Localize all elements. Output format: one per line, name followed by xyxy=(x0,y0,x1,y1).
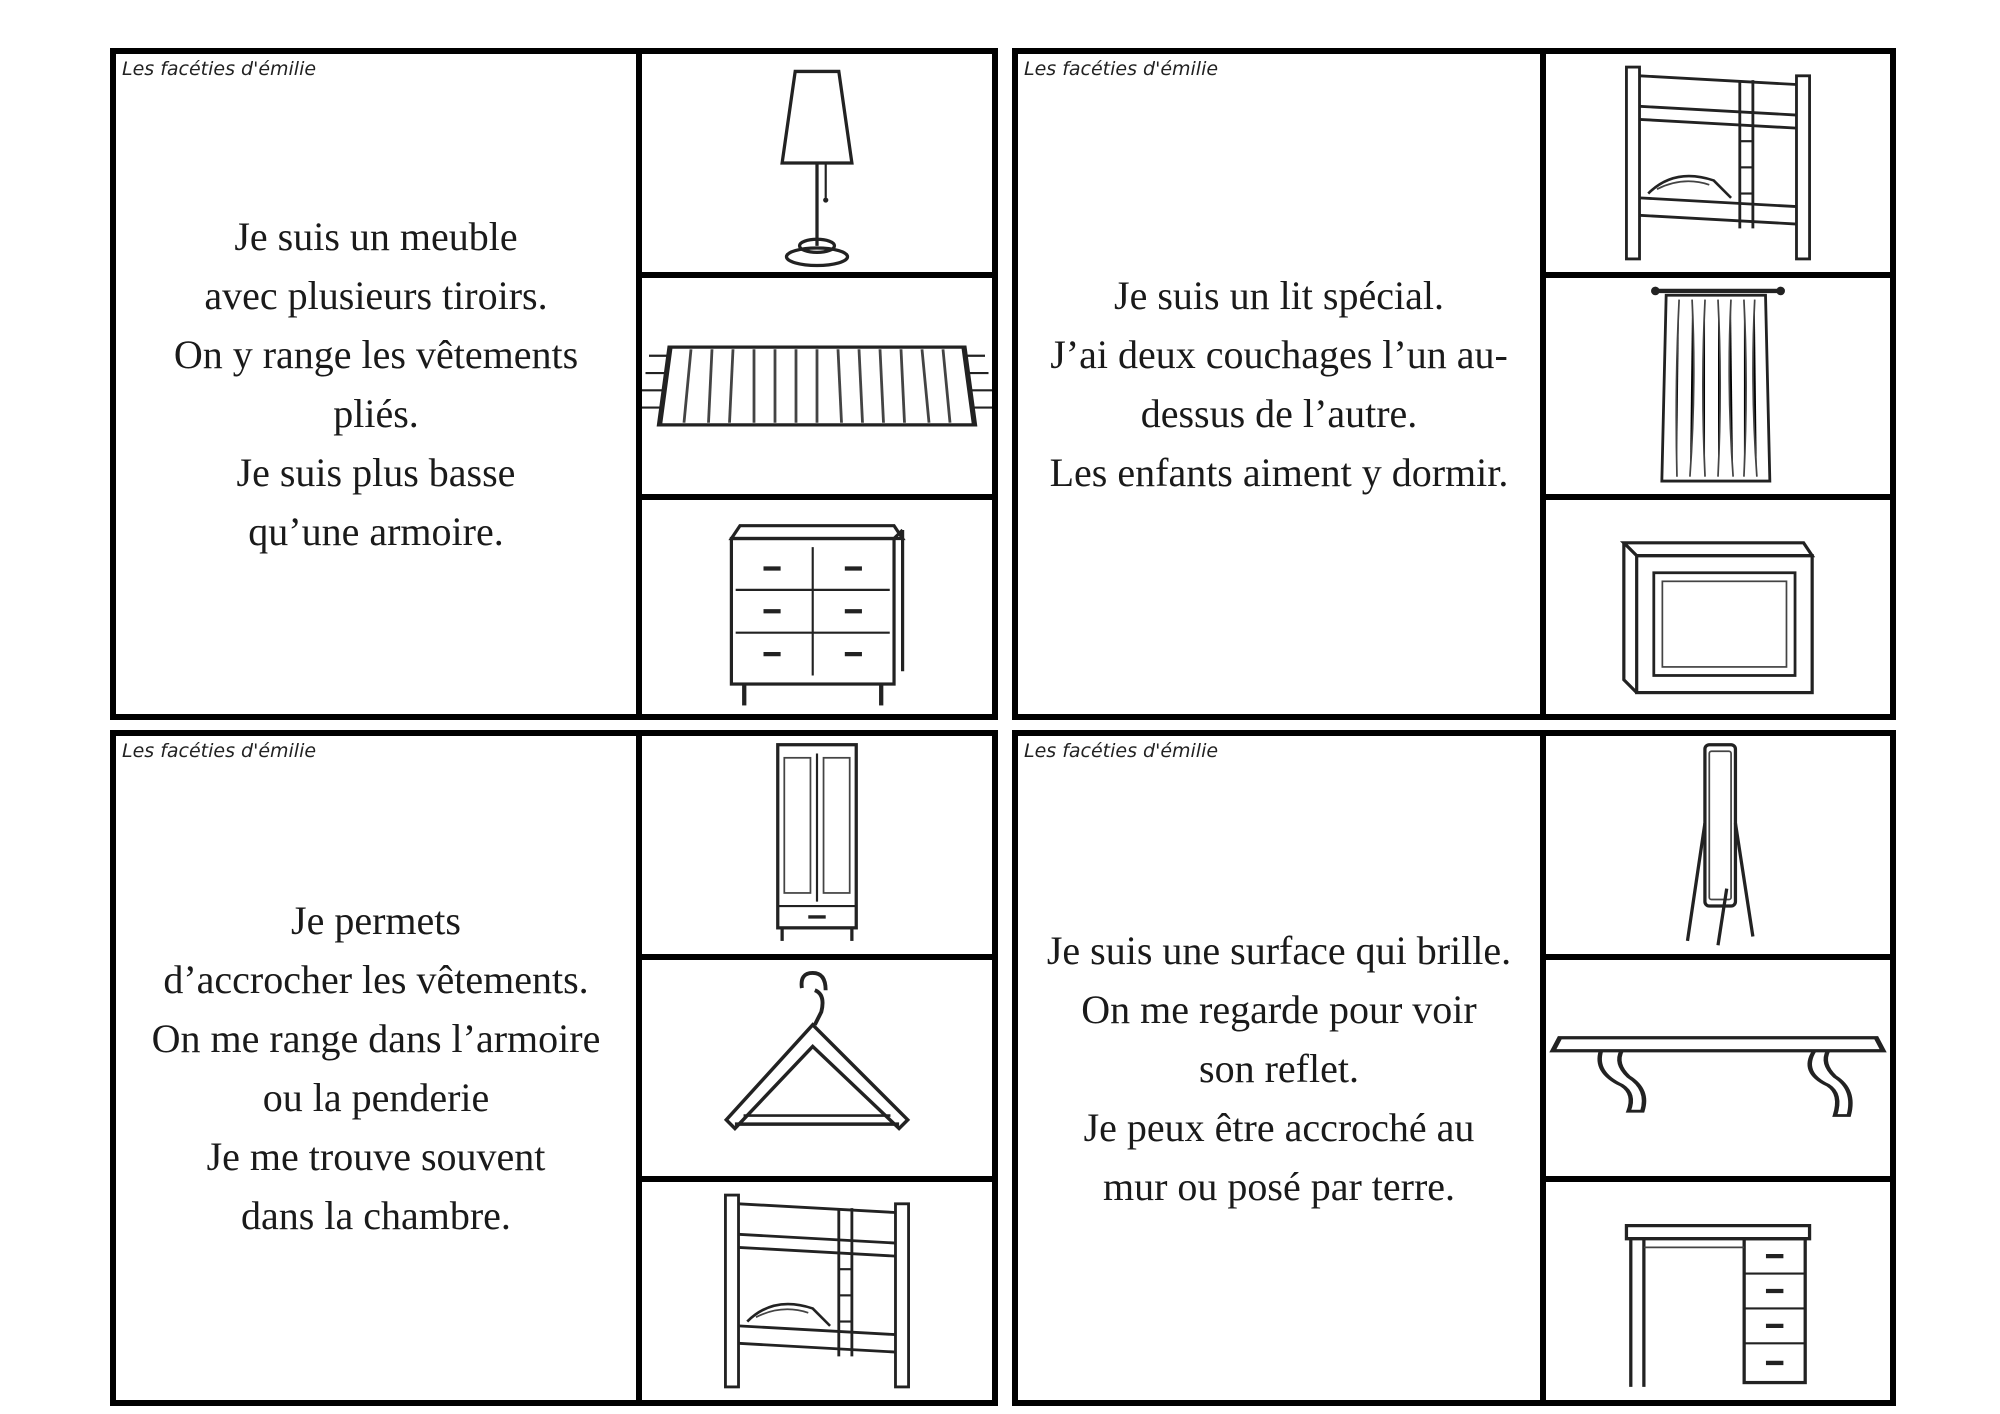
desk-icon xyxy=(1546,1182,1890,1400)
riddle-text: Je permets d’accrocher les vêtements. On… xyxy=(126,736,626,1400)
option-bunk-bed[interactable] xyxy=(1540,48,1896,278)
bunk-bed-icon xyxy=(1546,54,1890,272)
riddle-box: Les facéties d'émilie Je permets d’accro… xyxy=(110,730,642,1406)
brand-label: Les facéties d'émilie xyxy=(1024,58,1219,80)
riddle-line: Je permets xyxy=(291,898,461,943)
wardrobe-icon xyxy=(642,736,992,954)
option-curtain[interactable] xyxy=(1540,272,1896,500)
riddle-line: pliés. xyxy=(333,391,419,436)
riddle-text: Je suis une surface qui brille. On me re… xyxy=(1028,736,1530,1400)
option-bunk-bed[interactable] xyxy=(636,1176,998,1406)
riddle-line: On me range dans l’armoire xyxy=(151,1016,601,1061)
curtain-icon xyxy=(1546,278,1890,494)
brand-label: Les facéties d'émilie xyxy=(122,58,317,80)
option-mirror[interactable] xyxy=(1540,730,1896,960)
riddle-line: Je suis un meuble xyxy=(234,214,518,259)
riddle-line: J’ai deux couchages l’un au- xyxy=(1050,332,1508,377)
mirror-icon xyxy=(1546,736,1890,954)
option-tv-bench[interactable] xyxy=(1540,494,1896,720)
riddle-box: Les facéties d'émilie Je suis un lit spé… xyxy=(1012,48,1546,720)
bunk-bed-icon xyxy=(642,1182,992,1400)
riddle-line: son reflet. xyxy=(1199,1045,1359,1091)
shelf-icon xyxy=(1546,960,1890,1176)
hanger-icon xyxy=(642,960,992,1176)
riddle-line: Je peux être accroché au xyxy=(1083,1104,1475,1150)
option-desk[interactable] xyxy=(1540,1176,1896,1406)
option-lamp[interactable] xyxy=(636,48,998,278)
riddle-line: dans la chambre. xyxy=(241,1193,511,1238)
dresser-icon xyxy=(642,500,992,714)
riddle-box: Les facéties d'émilie Je suis une surfac… xyxy=(1012,730,1546,1406)
riddle-line: Je suis un lit spécial. xyxy=(1114,273,1444,318)
riddle-line: ou la penderie xyxy=(262,1075,490,1120)
option-wardrobe[interactable] xyxy=(636,730,998,960)
riddle-line: avec plusieurs tiroirs. xyxy=(204,273,548,318)
riddle-text: Je suis un meuble avec plusieurs tiroirs… xyxy=(126,54,626,714)
option-shelf[interactable] xyxy=(1540,954,1896,1182)
riddle-line: mur ou posé par terre. xyxy=(1102,1163,1456,1209)
riddle-line: On me regarde pour voir xyxy=(1081,986,1477,1032)
riddle-line: On y range les vêtements xyxy=(173,332,579,377)
riddle-line: qu’une armoire. xyxy=(248,509,504,554)
option-hanger[interactable] xyxy=(636,954,998,1182)
brand-label: Les facéties d'émilie xyxy=(1024,740,1219,762)
tv-bench-icon xyxy=(1546,500,1890,714)
riddle-line: Les enfants aiment y dormir. xyxy=(1049,450,1509,495)
option-dresser[interactable] xyxy=(636,494,998,720)
brand-label: Les facéties d'émilie xyxy=(122,740,317,762)
riddle-box: Les facéties d'émilie Je suis un meuble … xyxy=(110,48,642,720)
lamp-icon xyxy=(642,54,992,272)
option-rug[interactable] xyxy=(636,272,998,500)
riddle-line: d’accrocher les vêtements. xyxy=(163,957,589,1002)
riddle-line: Je suis une surface qui brille. xyxy=(1046,927,1512,973)
riddle-text: Je suis un lit spécial. J’ai deux coucha… xyxy=(1028,54,1530,714)
riddle-line: Je suis plus basse xyxy=(236,450,516,495)
riddle-line: dessus de l’autre. xyxy=(1140,391,1418,436)
rug-icon xyxy=(642,278,992,494)
riddle-line: Je me trouve souvent xyxy=(206,1134,546,1179)
